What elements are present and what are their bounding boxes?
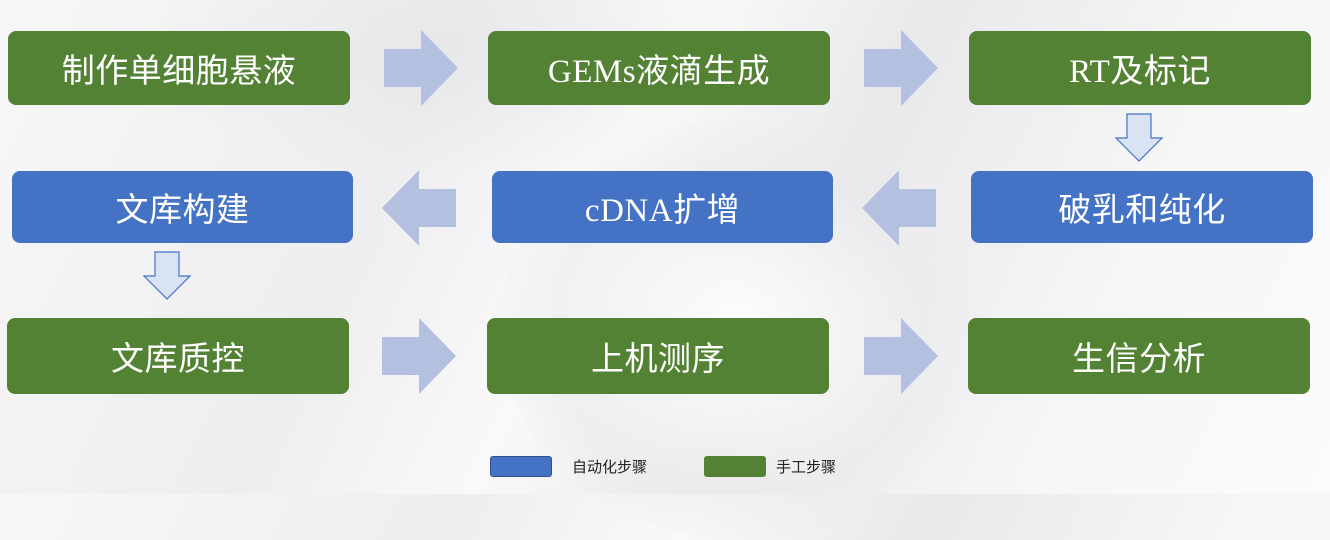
legend-swatch-automated (490, 456, 552, 477)
step-label: cDNA扩增 (584, 193, 741, 229)
step-label: 破乳和纯化 (1058, 190, 1226, 229)
right-arrow-icon (864, 318, 938, 394)
step-make-single-cell-suspension: 制作单细胞悬液 (8, 31, 350, 105)
step-bioinformatics-analysis: 生信分析 (968, 318, 1310, 394)
legend-swatch-manual (704, 456, 766, 477)
step-demulsify-and-purify: 破乳和纯化 (971, 171, 1313, 243)
down-arrow-icon (142, 251, 192, 300)
down-arrow-icon (1114, 113, 1164, 162)
step-label: 文库构建 (115, 190, 250, 229)
step-label: 生信分析 (1072, 339, 1206, 378)
right-arrow-icon (384, 30, 458, 106)
step-label: GEMs液滴生成 (547, 54, 771, 90)
step-cdna-amplification: cDNA扩增 (492, 171, 833, 243)
right-arrow-icon (382, 318, 456, 394)
left-arrow-icon (382, 170, 456, 246)
step-label: RT及标记 (1069, 54, 1211, 90)
step-library-qc: 文库质控 (7, 318, 349, 394)
legend-label-manual: 手工步骤 (776, 458, 837, 476)
step-library-construction: 文库构建 (12, 171, 353, 243)
step-sequencing: 上机测序 (487, 318, 829, 394)
step-rt-and-barcoding: RT及标记 (969, 31, 1311, 105)
legend-label-automated: 自动化步骤 (572, 458, 648, 476)
step-label: 文库质控 (111, 339, 245, 378)
step-label: 制作单细胞悬液 (61, 51, 297, 90)
left-arrow-icon (862, 170, 936, 246)
right-arrow-icon (864, 30, 938, 106)
step-gems-generation: GEMs液滴生成 (488, 31, 830, 105)
step-label: 上机测序 (591, 339, 725, 378)
